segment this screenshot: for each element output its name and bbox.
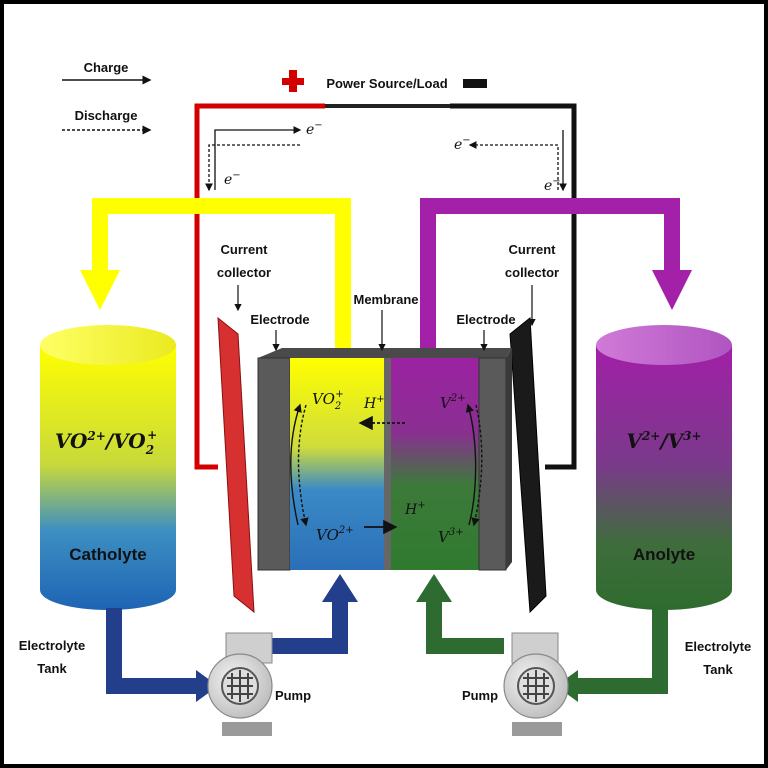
membrane-label: Membrane xyxy=(353,292,418,307)
catholyte-supply-pipe-2 xyxy=(268,600,348,654)
catholyte-tank-label-1: Electrolyte xyxy=(19,638,85,653)
cell-top-face xyxy=(258,348,512,358)
electron-label-4: e− xyxy=(544,176,561,194)
ion-hplus-top: H+ xyxy=(363,394,385,412)
positive-wire xyxy=(194,103,325,470)
electrode-left-label: Electrode xyxy=(250,312,309,327)
negative-wire xyxy=(450,103,577,470)
plus-sign-v xyxy=(289,70,297,92)
ion-hplus-bottom: H+ xyxy=(404,500,426,518)
catholyte-formula: VO2+/VO2+ xyxy=(55,428,157,457)
anolyte-half-cell xyxy=(391,358,479,570)
power-label: Power Source/Load xyxy=(326,76,447,91)
electrode-right xyxy=(478,357,507,571)
legend-discharge: Discharge xyxy=(75,108,138,123)
ion-v2: V2+ xyxy=(440,393,466,412)
electron-label-2: e− xyxy=(224,170,241,188)
catholyte-return-pipe xyxy=(92,198,351,356)
catholyte-tank-body xyxy=(40,345,176,610)
catholyte-label: Catholyte xyxy=(69,545,146,564)
vo2-charge-curve xyxy=(290,403,302,526)
ion-vo2plus: VO2+ xyxy=(312,389,344,412)
electron-charge-arrow-left xyxy=(214,126,302,190)
electron-label-3: e− xyxy=(454,135,471,153)
legend-charge: Charge xyxy=(84,60,129,75)
minus-sign xyxy=(463,79,487,88)
pump-left-label: Pump xyxy=(275,688,311,703)
pump-right-icon xyxy=(503,632,569,736)
pump-left-icon xyxy=(207,632,273,736)
catholyte-tank-top xyxy=(40,325,176,365)
current-collector-left-label-2: collector xyxy=(217,265,271,280)
anolyte-tank-label-2: Tank xyxy=(703,662,733,677)
catholyte-supply-arrowhead-2 xyxy=(322,574,358,602)
vo2-discharge-curve xyxy=(297,404,309,527)
anolyte-supply-arrowhead-2 xyxy=(416,574,452,602)
current-collector-right-label-1: Current xyxy=(509,242,557,257)
current-collector-left-label-1: Current xyxy=(221,242,269,257)
catholyte-tank-label-2: Tank xyxy=(37,661,67,676)
cell-side-face xyxy=(506,348,512,570)
electrode-left xyxy=(257,357,291,571)
electrode-right-label: Electrode xyxy=(456,312,515,327)
anolyte-return-pipe xyxy=(420,198,680,356)
pump-right-label: Pump xyxy=(462,688,498,703)
anolyte-return-arrowhead xyxy=(652,270,692,310)
membrane xyxy=(384,358,391,570)
anolyte-tank-label-1: Electrolyte xyxy=(685,639,751,654)
electron-discharge-arrow-left xyxy=(205,144,300,192)
catholyte-supply-pipe-1 xyxy=(106,608,198,694)
catholyte-supply-arrowhead-1 xyxy=(196,670,218,702)
ion-v3: V3+ xyxy=(438,527,464,546)
current-collector-right-label-2: collector xyxy=(505,265,559,280)
electron-label-1: e− xyxy=(306,120,323,138)
anolyte-label: Anolyte xyxy=(633,545,695,564)
electron-discharge-arrow-right xyxy=(468,141,559,190)
catholyte-return-arrowhead xyxy=(80,270,120,310)
anolyte-formula: V2+/V3+ xyxy=(626,429,701,453)
catholyte-half-cell xyxy=(290,358,384,570)
ion-vo2: VO2+ xyxy=(316,525,354,544)
v2-discharge-curve xyxy=(471,404,483,527)
anolyte-supply-pipe-1 xyxy=(576,608,668,694)
anolyte-tank-body xyxy=(596,345,732,610)
current-collector-right xyxy=(509,317,547,614)
v3-charge-curve xyxy=(465,403,477,526)
anolyte-tank-top xyxy=(596,325,732,365)
anolyte-supply-pipe-2 xyxy=(426,600,504,654)
current-collector-left xyxy=(217,316,255,614)
